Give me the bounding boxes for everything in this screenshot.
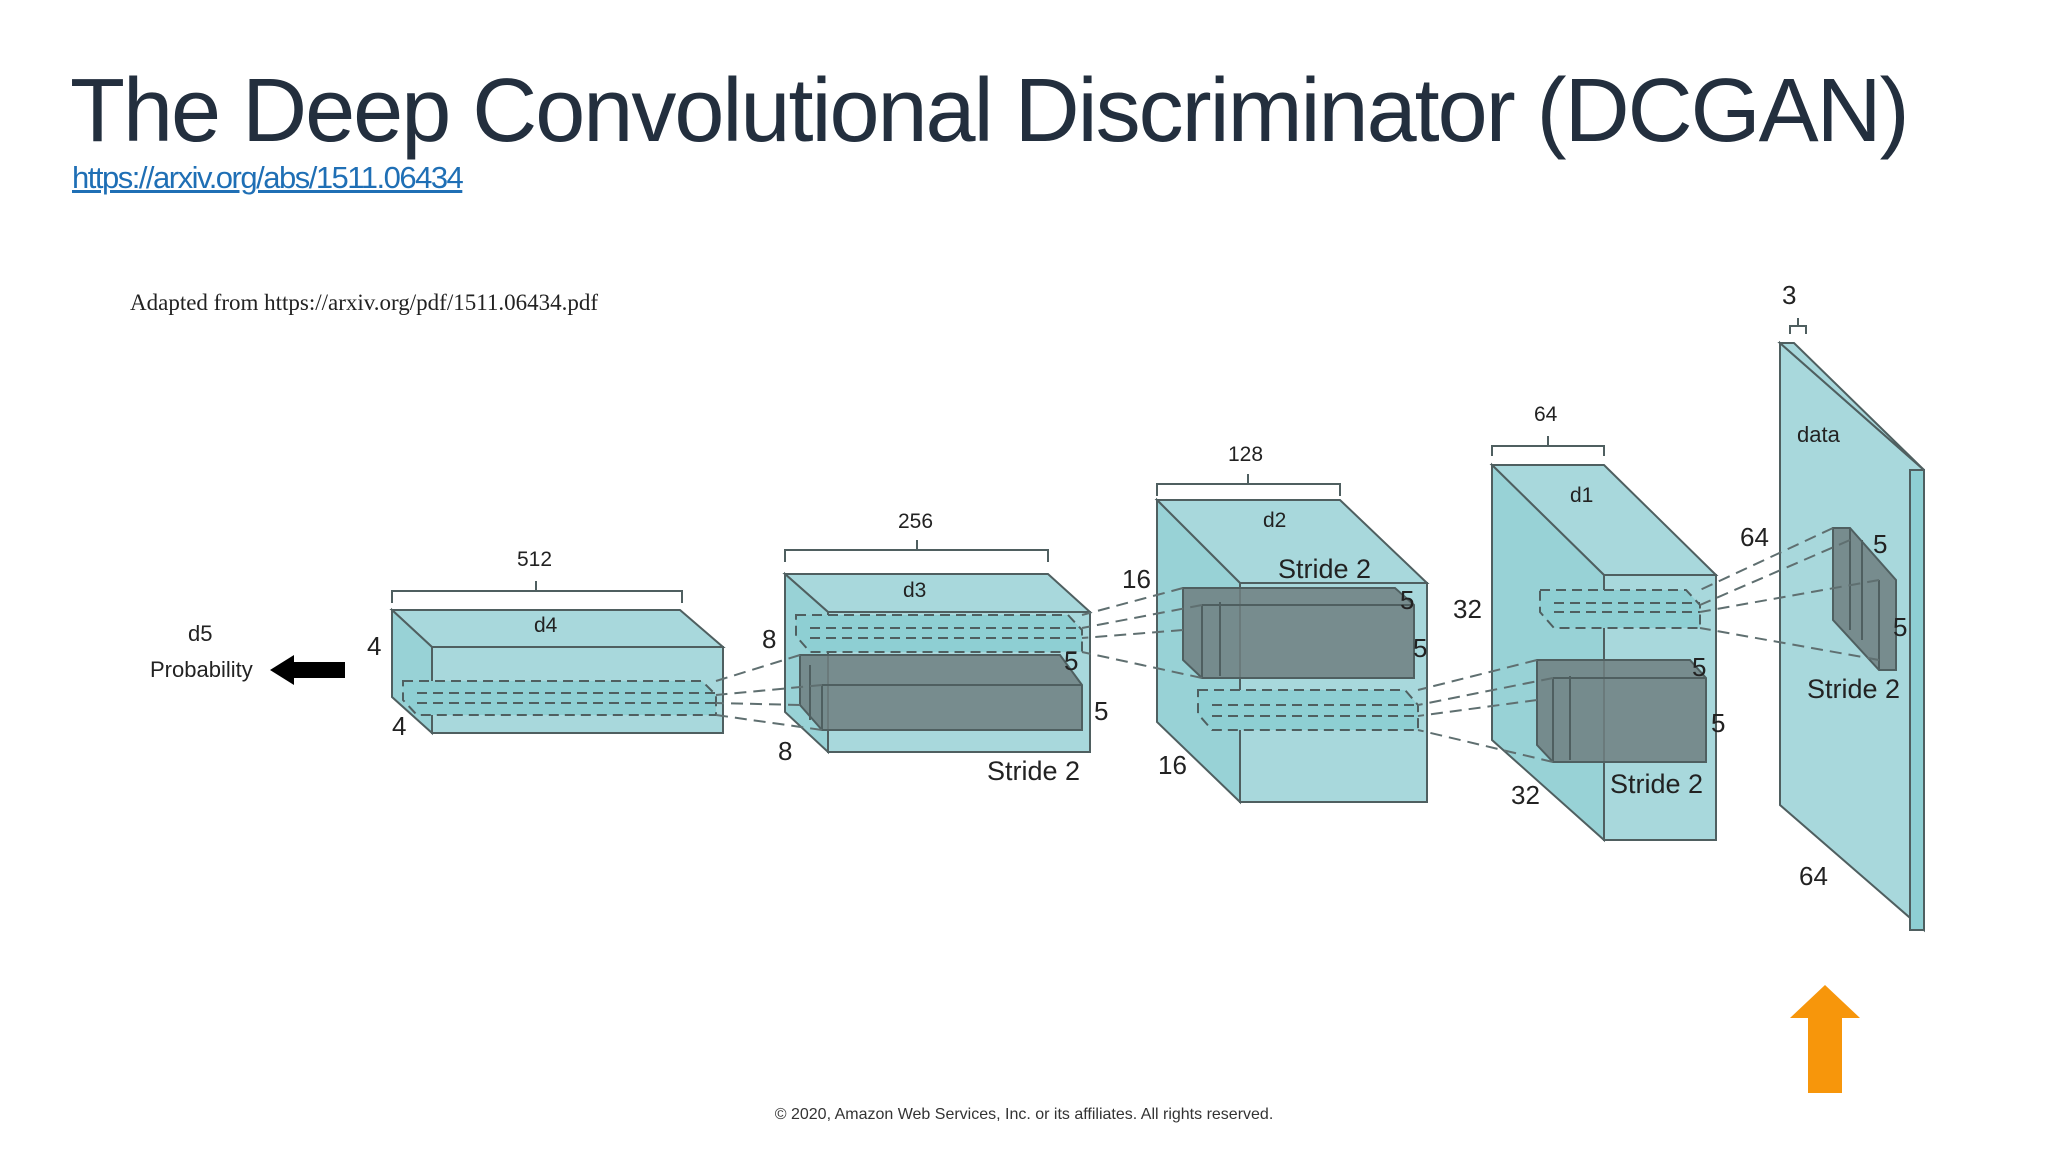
d4-name: d4 [534,614,558,637]
d1-depth: 64 [1534,403,1558,426]
d3-stride: Stride 2 [987,756,1080,786]
projection-lines [715,527,1880,763]
data-stride: Stride 2 [1807,674,1900,704]
d3-feature-slab [795,614,1083,653]
data-width: 64 [1740,522,1769,552]
d1-kernel-w: 5 [1711,708,1725,738]
d2-kernel [1182,587,1415,679]
d1-width: 32 [1511,780,1540,810]
d2-feature-slab [1197,689,1419,731]
slide-title: The Deep Convolutional Discriminator (DC… [70,61,1910,161]
d1-kernel [1536,659,1707,763]
d3-kernel-w: 5 [1094,696,1108,726]
d2-depth-bracket [1156,474,1341,496]
data-depth: 3 [1782,280,1796,310]
d2-kernel-h: 5 [1400,585,1414,615]
d3-height: 8 [762,624,776,654]
d1-name: d1 [1570,484,1593,507]
d3-depth: 256 [898,510,933,533]
d4-depth: 512 [517,548,552,571]
source-note: Adapted from https://arxiv.org/pdf/1511.… [130,290,599,315]
d3-width: 8 [778,736,792,766]
d2-name: d2 [1263,509,1286,532]
d2-width: 16 [1158,750,1187,780]
output-label: Probability [150,657,253,682]
data-height: 64 [1799,861,1828,891]
data-depth-bracket [1789,318,1807,334]
input-arrow [1790,985,1860,1093]
data-name: data [1797,422,1841,447]
output-name: d5 [188,621,212,646]
paper-link[interactable]: https://arxiv.org/abs/1511.06434 [72,160,464,195]
d3-kernel [799,654,1083,731]
d1-height: 32 [1453,594,1482,624]
d4-height: 4 [367,631,381,661]
d1-depth-bracket [1491,436,1605,456]
d2-kernel-w: 5 [1413,633,1427,663]
d2-height: 16 [1122,564,1151,594]
d2-depth: 128 [1228,443,1263,466]
d2-stride: Stride 2 [1278,554,1371,584]
d4-depth-bracket [391,581,683,603]
d3-depth-bracket [784,540,1049,562]
data-kernel-h: 5 [1873,529,1887,559]
data-kernel [1832,527,1897,671]
d4-width: 4 [392,711,406,741]
d1-stride: Stride 2 [1610,769,1703,799]
output-arrow [270,655,345,685]
d1-kernel-h: 5 [1692,652,1706,682]
d3-name: d3 [903,579,926,602]
d1-feature-slab [1539,589,1701,629]
data-kernel-w: 5 [1893,612,1907,642]
d4-feature-slab [402,680,717,716]
copyright-footer: © 2020, Amazon Web Services, Inc. or its… [774,1106,1274,1123]
d3-kernel-h: 5 [1064,646,1078,676]
